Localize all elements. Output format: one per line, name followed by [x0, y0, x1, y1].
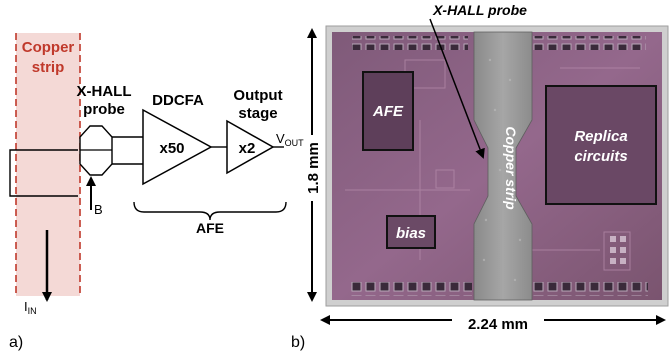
replica-label-1: Replica [574, 128, 627, 145]
afe-bracket [133, 201, 287, 221]
panel-a-label: a) [9, 334, 23, 351]
ddcfa-amplifier [142, 108, 213, 186]
xhall-label-1: X-HALL [77, 83, 132, 100]
ddcfa-gain: x50 [159, 140, 184, 157]
afe-block [362, 71, 414, 151]
width-dimension-label-bg [452, 312, 544, 332]
width-dimension-label: 2.24 mm [468, 316, 528, 333]
copper-texture [482, 58, 522, 282]
xhall-label-2: probe [83, 101, 125, 118]
output-gain: x2 [239, 140, 256, 157]
afe-label: AFE [196, 220, 224, 236]
copper-strip-label-1: Copper [22, 39, 75, 56]
output-stage-label-1: Output [233, 87, 282, 104]
pad-row-top-left [352, 36, 468, 50]
copper-strip-die-label: Copper strip [503, 126, 519, 210]
bias-block [386, 215, 436, 249]
output-stage-label-2: stage [238, 105, 277, 122]
die-copper-strip [473, 31, 533, 301]
pad-row-bottom-right [498, 282, 648, 296]
copper-strip-label-2: strip [32, 59, 65, 76]
panel-b-label: b) [291, 334, 305, 351]
iin-label: IIN [24, 299, 37, 316]
xhall-probe-pointer [429, 18, 485, 159]
height-dimension-label: 1.8 mm [305, 142, 322, 194]
bias-block-label: bias [396, 225, 426, 242]
replica-label-2: circuits [574, 148, 627, 165]
panel-a: Copper strip IIN X-HALL probe B DDCFA x5… [9, 33, 304, 351]
afe-block-label: AFE [372, 103, 404, 120]
panel-b: Copper strip AFE Replica circuits bias X… [291, 2, 669, 351]
b-label: B [94, 202, 103, 217]
output-stage-amplifier [226, 119, 275, 175]
pad-row-bottom-left [350, 282, 472, 296]
vout-label: VOUT [276, 131, 304, 148]
xhall-probe-die-label: X-HALL probe [432, 2, 527, 18]
circuit-pads-small [610, 236, 626, 264]
current-loop-wire [9, 149, 78, 197]
replica-circuits-block [545, 85, 657, 205]
ddcfa-label: DDCFA [152, 92, 204, 109]
pad-row-top-right [500, 36, 646, 50]
height-dimension-label-bg [304, 135, 321, 201]
